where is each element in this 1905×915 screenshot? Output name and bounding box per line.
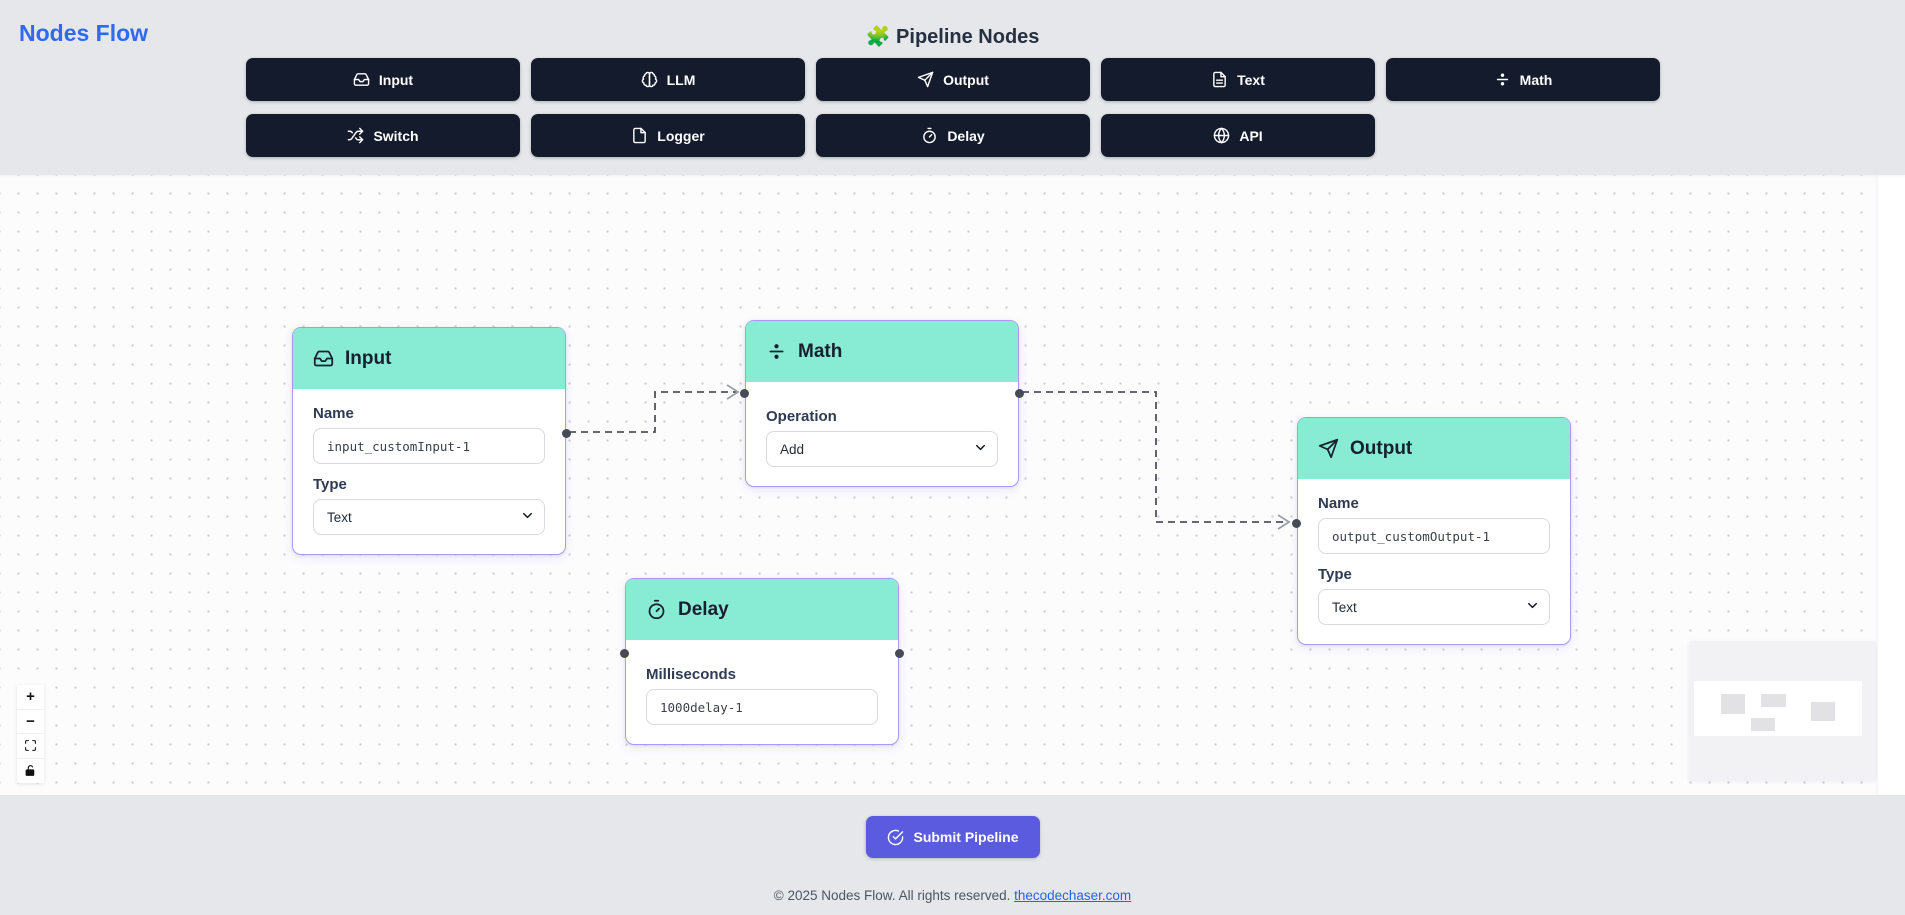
palette-button-logger[interactable]: Logger (531, 114, 805, 157)
field-label: Name (313, 405, 354, 422)
puzzle-icon: 🧩 (865, 26, 891, 48)
delay-node-milliseconds-field[interactable] (646, 689, 878, 725)
palette-button-api[interactable]: API (1101, 114, 1375, 157)
palette-title: 🧩 Pipeline Nodes (0, 24, 1905, 49)
math-node-operation-select[interactable]: Add (766, 431, 998, 467)
send-icon (917, 71, 934, 88)
shuffle-icon (348, 127, 364, 144)
footer: © 2025 Nodes Flow. All rights reserved. … (0, 888, 1905, 903)
app-brand: Nodes Flow (19, 20, 149, 46)
edge-arrow-icon (1277, 514, 1291, 530)
node-delay[interactable]: Delay Milliseconds (620, 578, 904, 745)
minimap-node-delay (1751, 718, 1775, 731)
lock-open-icon (25, 765, 35, 777)
zoom-out-button[interactable]: − (17, 709, 44, 734)
top-panel: Nodes Flow 🧩 Pipeline Nodes Input LLM Ou… (0, 0, 1905, 175)
palette-button-label: Input (378, 71, 414, 88)
palette-title-text: Pipeline Nodes (896, 26, 1040, 48)
palette-button-label: API (1239, 127, 1263, 144)
palette-button-label: Math (1519, 71, 1553, 88)
handle-target-delay[interactable] (620, 649, 629, 658)
minimap-node-math (1761, 694, 1786, 707)
input-node-type-select[interactable]: Text (313, 499, 545, 535)
field-label: Milliseconds (646, 666, 737, 683)
minimap[interactable] (1689, 641, 1876, 780)
palette-button-label: LLM (666, 71, 696, 88)
handle-target-output[interactable] (1292, 519, 1301, 528)
palette-button-label: Logger (657, 127, 705, 144)
output-node-name-field[interactable] (1318, 518, 1550, 554)
divide-icon (1496, 73, 1508, 86)
plus-icon: + (26, 688, 35, 706)
palette-button-label: Output (943, 71, 989, 88)
file-icon (633, 127, 647, 144)
field-label: Operation (766, 408, 837, 425)
inbox-icon (353, 73, 370, 86)
handle-target-math[interactable] (740, 389, 749, 398)
input-node-name-field[interactable] (313, 428, 545, 464)
brain-icon (641, 71, 657, 88)
globe-icon (1214, 127, 1230, 144)
node-title: Delay (678, 598, 729, 620)
node-math[interactable]: Math Operation Add (740, 320, 1024, 487)
fit-view-icon (25, 740, 36, 752)
handle-source-input[interactable] (562, 429, 571, 438)
timer-icon (648, 599, 665, 620)
palette-button-label: Switch (373, 127, 419, 144)
node-delay-header[interactable]: Delay (626, 579, 898, 640)
palette-button-math[interactable]: Math (1386, 58, 1660, 101)
minimap-node-output (1811, 702, 1835, 721)
timer-icon (923, 127, 937, 144)
palette-button-llm[interactable]: LLM (531, 58, 805, 101)
inbox-icon (313, 350, 334, 367)
node-delay-body: Milliseconds (626, 640, 898, 744)
output-node-type-select[interactable]: Text (1318, 589, 1550, 625)
field-label: Type (313, 476, 347, 493)
handle-source-math[interactable] (1015, 389, 1024, 398)
minus-icon: − (26, 712, 35, 730)
node-math-header[interactable]: Math (746, 321, 1018, 382)
minimap-viewport (1694, 681, 1862, 736)
field-label: Type (1318, 566, 1352, 583)
palette-button-label: Delay (947, 127, 985, 144)
node-output-body: Name Type Text (1298, 479, 1570, 644)
canvas-controls: + − (17, 685, 44, 783)
flow-canvas[interactable]: Input Name Type Text Math Operation (0, 175, 1878, 795)
submit-pipeline-label: Submit Pipeline (913, 829, 1019, 845)
edges-layer (569, 384, 1291, 530)
lock-button[interactable] (17, 758, 44, 783)
node-input[interactable]: Input Name Type Text (292, 327, 571, 555)
fit-view-button[interactable] (17, 734, 44, 759)
node-title: Input (345, 347, 392, 369)
palette-button-text[interactable]: Text (1101, 58, 1375, 101)
node-input-body: Name Type Text (293, 389, 565, 554)
submit-pipeline-button[interactable]: Submit Pipeline (865, 816, 1040, 858)
edge-input-to-math[interactable] (569, 391, 736, 433)
node-math-body: Operation Add (746, 382, 1018, 486)
field-label: Name (1318, 495, 1359, 512)
node-input-header[interactable]: Input (293, 328, 565, 389)
palette-button-input[interactable]: Input (246, 58, 520, 101)
palette-button-output[interactable]: Output (816, 58, 1090, 101)
palette-button-label: Text (1237, 71, 1265, 88)
copyright-text: © 2025 Nodes Flow. All rights reserved. (773, 888, 1015, 903)
footer-link[interactable]: thecodechaser.com (1014, 888, 1132, 903)
palette-button-delay[interactable]: Delay (816, 114, 1090, 157)
handle-source-delay[interactable] (895, 649, 904, 658)
minimap-node-input (1721, 694, 1745, 714)
node-palette: Input LLM Output Text Math Switch Logger (246, 58, 1660, 157)
edge-math-to-output[interactable] (1022, 391, 1287, 523)
divide-icon (769, 344, 784, 359)
node-output-header[interactable]: Output (1298, 418, 1570, 479)
canvas-right-gutter (1878, 175, 1905, 795)
node-title: Output (1350, 437, 1413, 459)
zoom-in-button[interactable]: + (17, 685, 44, 710)
node-output[interactable]: Output Name Type Text (1292, 417, 1571, 645)
file-text-icon (1213, 71, 1226, 88)
edge-arrow-icon (726, 384, 740, 400)
send-icon (1318, 438, 1339, 459)
node-title: Math (798, 340, 843, 362)
check-circle-icon (887, 829, 903, 845)
palette-button-switch[interactable]: Switch (246, 114, 520, 157)
